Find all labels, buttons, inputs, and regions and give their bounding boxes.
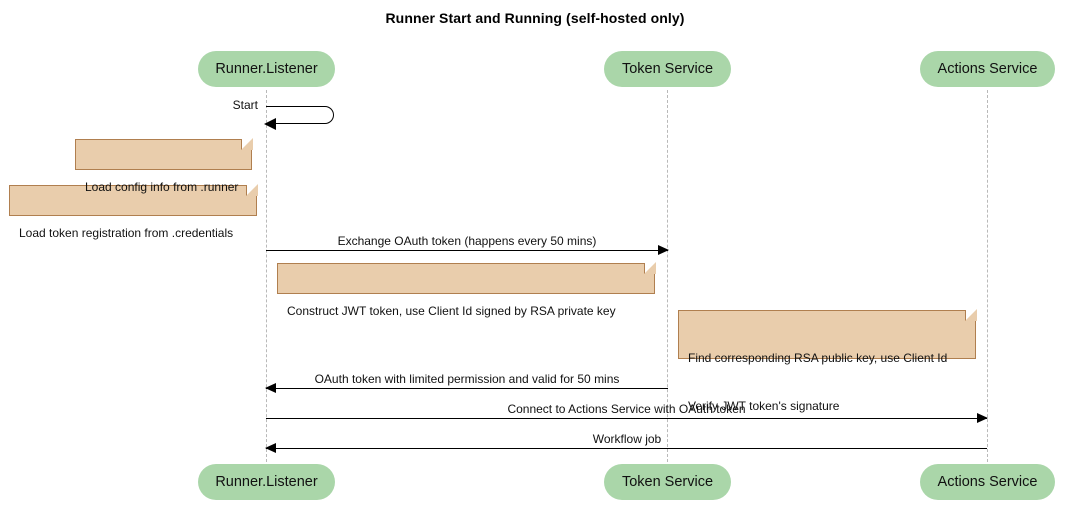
message-line [266, 388, 668, 389]
message-line [266, 250, 668, 251]
note-load-token-registration: Load token registration from .credential… [9, 184, 258, 240]
note-fold-corner-icon [644, 262, 656, 274]
note-fold-corner-icon [241, 138, 253, 150]
note-load-token-registration-text: Load token registration from .credential… [19, 226, 234, 240]
message-workflow-job-label: Workflow job [592, 432, 662, 446]
participant-runner-listener-top[interactable]: Runner.Listener [198, 51, 335, 87]
arrowhead-icon [264, 118, 276, 130]
note-fold-corner-icon [965, 309, 977, 321]
arrowhead-icon [658, 245, 669, 255]
participant-token-service-top[interactable]: Token Service [604, 51, 731, 87]
self-message-loop-path [266, 106, 334, 124]
arrowhead-icon [265, 443, 276, 453]
message-oauth-token-return[interactable]: OAuth token with limited permission and … [265, 372, 668, 393]
note-verify-jwt-line1: Find corresponding RSA public key, use C… [688, 351, 948, 365]
note-load-config-text: Load config info from .runner [85, 180, 239, 194]
message-oauth-token-return-label: OAuth token with limited permission and … [314, 372, 620, 386]
participant-token-service-bottom[interactable]: Token Service [604, 464, 731, 500]
lifeline-token-service [667, 90, 668, 462]
arrowhead-icon [265, 383, 276, 393]
message-connect-actions-service[interactable]: Connect to Actions Service with OAuth to… [266, 402, 988, 423]
note-fold-corner-icon [246, 184, 258, 196]
lifeline-actions-service [987, 90, 988, 462]
note-load-config: Load config info from .runner [75, 138, 253, 194]
participant-actions-service-top[interactable]: Actions Service [920, 51, 1055, 87]
participant-actions-service-bottom[interactable]: Actions Service [920, 464, 1055, 500]
participant-runner-listener-bottom[interactable]: Runner.Listener [198, 464, 335, 500]
self-message-start-label: Start [232, 98, 258, 112]
note-construct-jwt-text: Construct JWT token, use Client Id signe… [287, 304, 616, 318]
note-verify-jwt: Find corresponding RSA public key, use C… [678, 309, 977, 413]
message-exchange-oauth-token[interactable]: Exchange OAuth token (happens every 50 m… [266, 234, 669, 255]
message-line [266, 418, 987, 419]
message-line [266, 448, 987, 449]
note-verify-jwt-line2: Verify JWT token's signature [688, 399, 840, 413]
message-connect-actions-service-label: Connect to Actions Service with OAuth to… [507, 402, 746, 416]
note-construct-jwt: Construct JWT token, use Client Id signe… [277, 262, 656, 318]
message-workflow-job[interactable]: Workflow job [265, 432, 987, 453]
arrowhead-icon [977, 413, 988, 423]
lifeline-runner-listener [266, 90, 267, 462]
diagram-title: Runner Start and Running (self-hosted on… [385, 10, 685, 26]
message-exchange-oauth-token-label: Exchange OAuth token (happens every 50 m… [337, 234, 597, 248]
